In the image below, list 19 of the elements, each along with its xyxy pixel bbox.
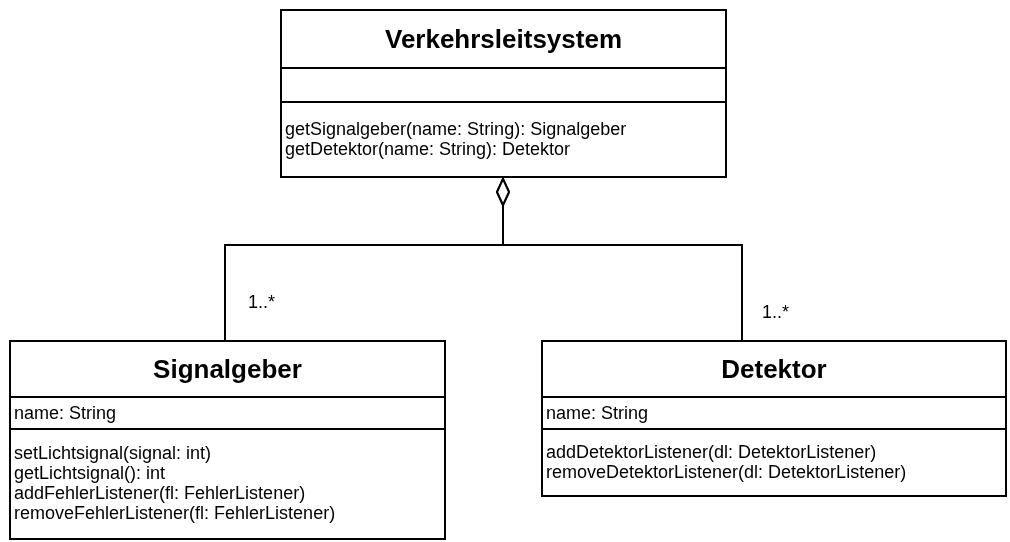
attribute-text: name: String (14, 403, 118, 423)
class-name: Detektor (721, 356, 827, 382)
method-text: removeFehlerListener(fl: FehlerListener) (14, 503, 337, 523)
method-text: getSignalgeber(name: String): Signalgeber (285, 118, 628, 139)
method-text: addDetektorListener(dl: DetektorListener) (546, 441, 878, 462)
method-text: getLichtsignal(): int (14, 463, 167, 483)
aggregation-line (496, 177, 743, 341)
attribute-text: name: String (546, 403, 650, 423)
method-text: getDetektor(name: String): Detektor (285, 138, 571, 159)
class-box (280, 9, 727, 178)
class-name: Signalgeber (153, 356, 302, 382)
multiplicity-label: 1..* (762, 303, 790, 321)
method-text: removeDetektorListener(dl: DetektorListener) (546, 461, 908, 482)
class-box (541, 340, 1007, 497)
class-box (9, 340, 446, 540)
method-text: setLichtsignal(signal: int) (14, 443, 213, 463)
class-name: Verkehrsleitsystem (384, 26, 622, 52)
method-text: addFehlerListener(fl: FehlerListener) (14, 483, 307, 503)
multiplicity-label: 1..* (248, 293, 276, 311)
